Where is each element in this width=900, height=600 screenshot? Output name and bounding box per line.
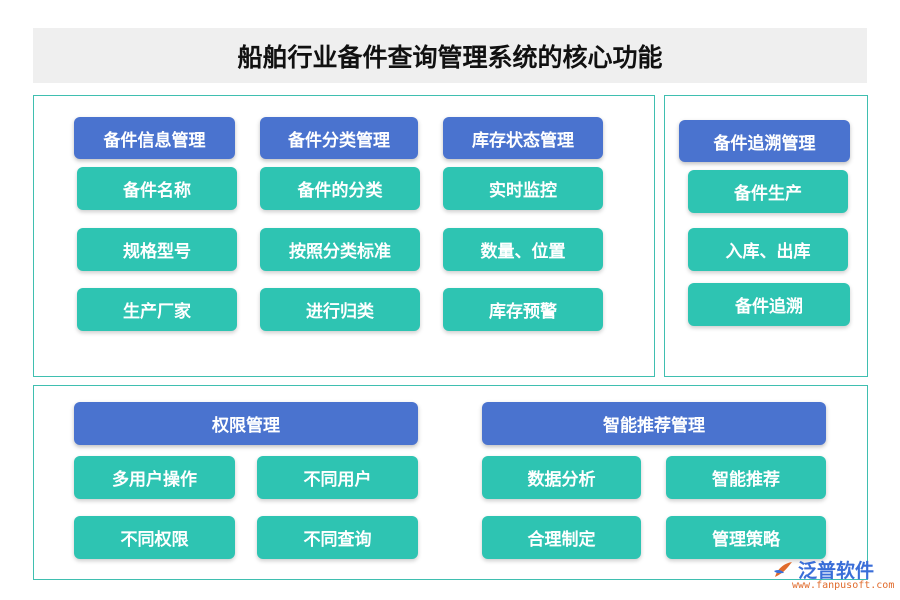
item-quantity-location: 数量、位置 [443,228,603,271]
item-spec-model: 规格型号 [77,228,237,271]
header-spare-class: 备件分类管理 [260,117,418,159]
header-smart-recommend: 智能推荐管理 [482,402,826,445]
item-spare-production: 备件生产 [688,170,848,213]
item-realtime-monitor: 实时监控 [443,167,603,210]
panel-bottom-functions [33,385,868,580]
brand-url: www.fanpusoft.com [792,580,895,591]
item-spare-trace: 备件追溯 [688,283,850,326]
item-different-permissions: 不同权限 [74,516,235,559]
fanpu-logo-icon [774,561,792,577]
header-permission: 权限管理 [74,402,418,445]
item-different-users: 不同用户 [257,456,418,499]
item-classification: 备件的分类 [260,167,420,210]
header-spare-info: 备件信息管理 [74,117,235,159]
item-different-queries: 不同查询 [257,516,418,559]
item-categorize: 进行归类 [260,288,420,331]
panel-main-functions [33,95,655,377]
item-stock-alert: 库存预警 [443,288,603,331]
header-stock-status: 库存状态管理 [443,117,603,159]
item-data-analysis: 数据分析 [482,456,641,499]
item-by-standard: 按照分类标准 [260,228,420,271]
item-smart-recommend: 智能推荐 [666,456,826,499]
header-traceability: 备件追溯管理 [679,120,850,162]
item-in-out-stock: 入库、出库 [688,228,848,271]
brand-name: 泛普软件 [798,560,875,582]
panel-traceability [664,95,868,377]
brand-watermark: 泛普软件 [772,556,874,583]
page-title: 船舶行业备件查询管理系统的核心功能 [33,28,867,83]
item-multi-user: 多用户操作 [74,456,235,499]
item-spare-name: 备件名称 [77,167,237,210]
item-reasonable-plan: 合理制定 [482,516,641,559]
item-management-strategy: 管理策略 [666,516,826,559]
item-manufacturer: 生产厂家 [77,288,237,331]
